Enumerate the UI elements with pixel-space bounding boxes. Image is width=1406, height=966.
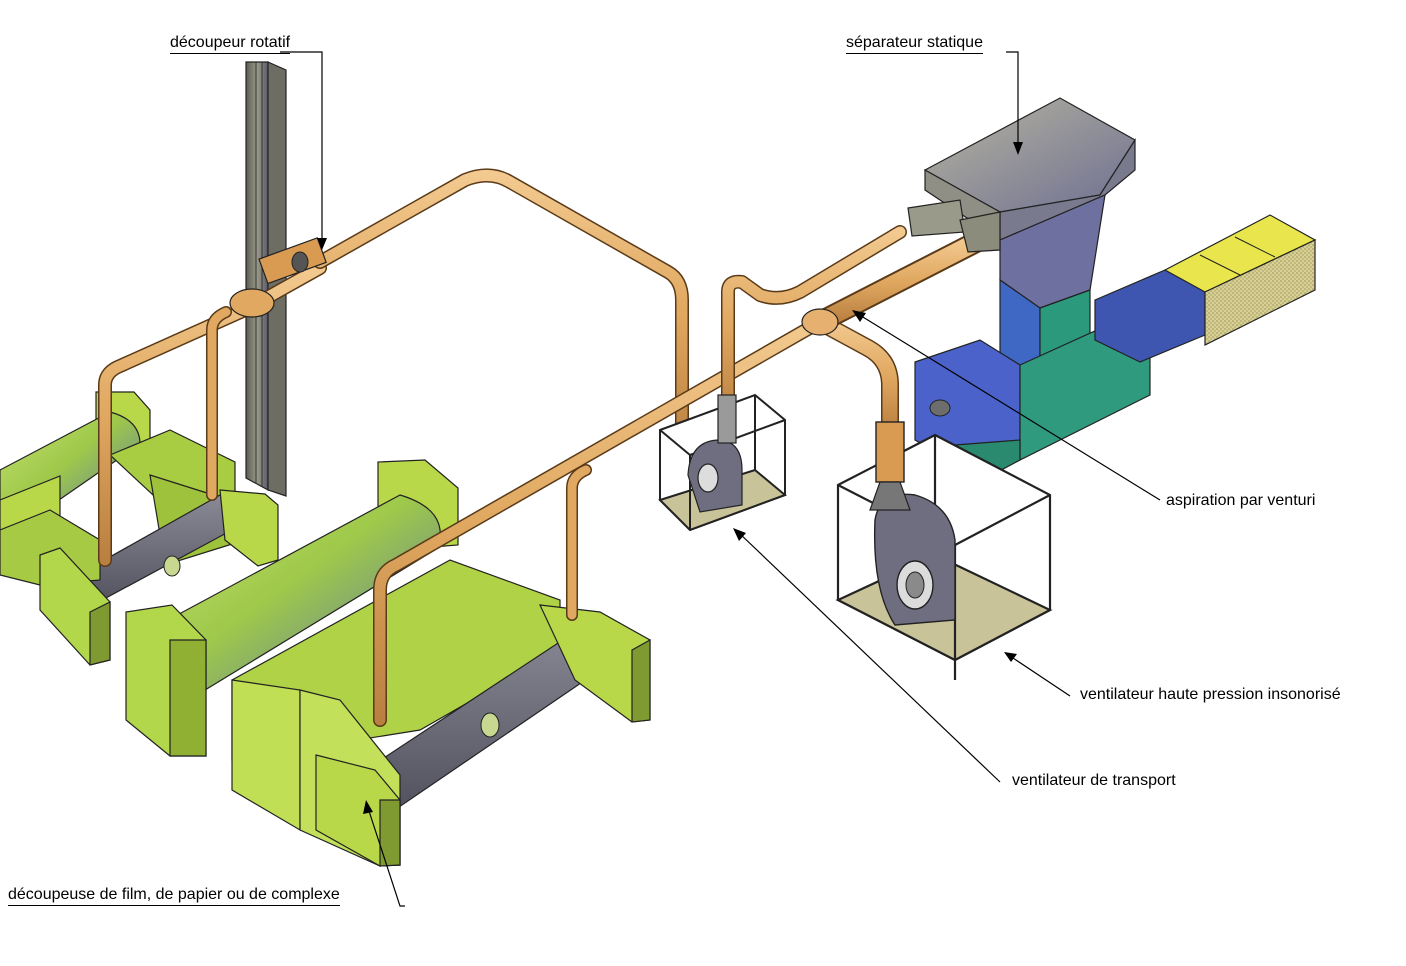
venturi-junction: [801, 308, 839, 336]
leader-arrowheads: [317, 142, 1023, 814]
transport-fan: [658, 393, 787, 532]
support-column: [245, 61, 287, 497]
leader-lines: [280, 51, 1161, 907]
slitter-machine-back: [0, 391, 279, 666]
rotary-cutter: [229, 237, 327, 318]
baler: [914, 214, 1317, 497]
label-slitter: découpeuse de film, de papier ou de comp…: [8, 886, 340, 906]
high-pressure-fan: [835, 421, 1053, 680]
suction-pipes: [98, 168, 991, 727]
label-static-separator: séparateur statique: [846, 34, 983, 54]
slitter-machine-front: [125, 459, 651, 867]
label-hp-fan: ventilateur haute pression insonorisé: [1080, 686, 1341, 703]
label-rotary-cutter: découpeur rotatif: [170, 34, 291, 54]
label-venturi-suction: aspiration par venturi: [1166, 492, 1316, 509]
label-transport-fan: ventilateur de transport: [1012, 772, 1176, 789]
